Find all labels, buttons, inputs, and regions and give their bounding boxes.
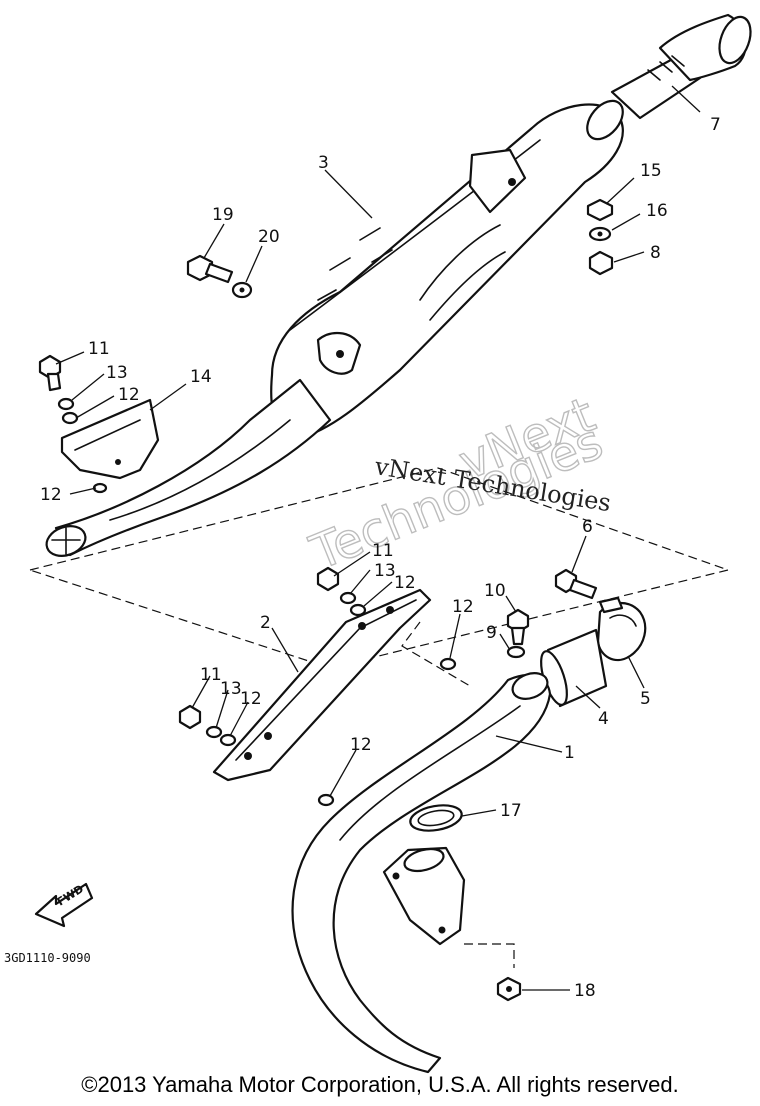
- callout-13-upper: 13: [106, 363, 128, 383]
- part-14-protector: [60, 398, 160, 480]
- leader-12d: [449, 613, 461, 659]
- part-18-nut: [496, 976, 522, 1002]
- leader-11c: [191, 675, 211, 709]
- part-4-gasket: [540, 628, 608, 708]
- bolt-10-washer-9: [506, 608, 530, 659]
- leader-12b: [69, 487, 97, 495]
- leader-4: [575, 685, 601, 709]
- leader-12e: [229, 701, 249, 737]
- assembly-box-line: [29, 467, 731, 669]
- leader-13a: [71, 373, 105, 401]
- leader-10: [505, 595, 517, 613]
- leader-3: [324, 169, 373, 219]
- callout-12-upper: 12: [118, 385, 140, 405]
- callout-5: 5: [640, 689, 651, 709]
- leader-1: [495, 735, 563, 753]
- callout-11-upper: 11: [88, 339, 110, 359]
- leader-6: [571, 535, 587, 573]
- leader-5: [627, 655, 645, 689]
- leader-13c: [215, 689, 229, 729]
- part-1-exhaust-pipe: [291, 672, 552, 1074]
- leader-13b: [349, 569, 371, 595]
- callout-16: 16: [646, 201, 668, 221]
- leader-9: [499, 633, 511, 651]
- callout-18: 18: [574, 981, 596, 1001]
- bolt-group-mid: [178, 566, 457, 807]
- callout-12-lower: 12: [240, 689, 262, 709]
- leader-12f: [329, 749, 357, 797]
- callout-8: 8: [650, 243, 661, 263]
- part-7-end-cap: [610, 13, 752, 120]
- leader-8: [613, 251, 645, 263]
- nut-washer-stack: [586, 198, 614, 276]
- part-5-clamp: [596, 596, 647, 662]
- part-2-bracket: [212, 588, 432, 782]
- part-17-gasket: [409, 804, 463, 832]
- drawing-code: 3GD1110-9090: [4, 951, 91, 965]
- leader-11a: [55, 351, 85, 365]
- callout-19: 19: [212, 205, 234, 225]
- callout-1: 1: [564, 743, 575, 763]
- callout-7: 7: [710, 115, 721, 135]
- bracket-link-line: [401, 621, 471, 687]
- callout-20: 20: [258, 227, 280, 247]
- callout-15: 15: [640, 161, 662, 181]
- callout-2: 2: [260, 613, 271, 633]
- callout-12-bottom: 12: [350, 735, 372, 755]
- callout-3: 3: [318, 153, 329, 173]
- leader-20: [245, 245, 263, 283]
- leader-2: [271, 627, 299, 673]
- leader-11b: [333, 551, 371, 577]
- callout-6: 6: [582, 517, 593, 537]
- flange-link-line: [464, 943, 515, 968]
- leader-7: [671, 85, 701, 113]
- part-6-bolt: [554, 568, 598, 600]
- bolt-19-washer-20: [186, 254, 253, 299]
- leader-19: [203, 223, 225, 259]
- fwd-arrow: FWD: [34, 882, 94, 928]
- exhaust-flange: [382, 846, 466, 946]
- leader-lines: [55, 85, 701, 991]
- callout-12-right: 12: [452, 597, 474, 617]
- assembly-reference-lines: [29, 467, 731, 968]
- callout-11-lower: 11: [200, 665, 222, 685]
- callout-14: 14: [190, 367, 212, 387]
- callout-13-mid: 13: [374, 561, 396, 581]
- copyright-notice: ©2013 Yamaha Motor Corporation, U.S.A. A…: [81, 1072, 679, 1097]
- callout-9: 9: [486, 623, 497, 643]
- muffler-body: [270, 99, 624, 440]
- leader-12a: [75, 395, 115, 419]
- leader-15: [605, 177, 635, 205]
- leader-12c: [363, 581, 393, 607]
- callout-10: 10: [484, 581, 506, 601]
- leader-16: [611, 213, 641, 231]
- callout-12-left: 12: [40, 485, 62, 505]
- muffler-tailpipe: [45, 378, 332, 557]
- callout-4: 4: [598, 709, 609, 729]
- callout-12-mid: 12: [394, 573, 416, 593]
- leader-17: [461, 809, 497, 817]
- callout-13-lower: 13: [220, 679, 242, 699]
- callout-17: 17: [500, 801, 522, 821]
- callout-11-mid: 11: [372, 541, 394, 561]
- callout-numbers: 3 7 15 16 8 19 20 11 13 12 14 12 6 11 13…: [40, 115, 721, 1001]
- leader-14: [149, 383, 187, 411]
